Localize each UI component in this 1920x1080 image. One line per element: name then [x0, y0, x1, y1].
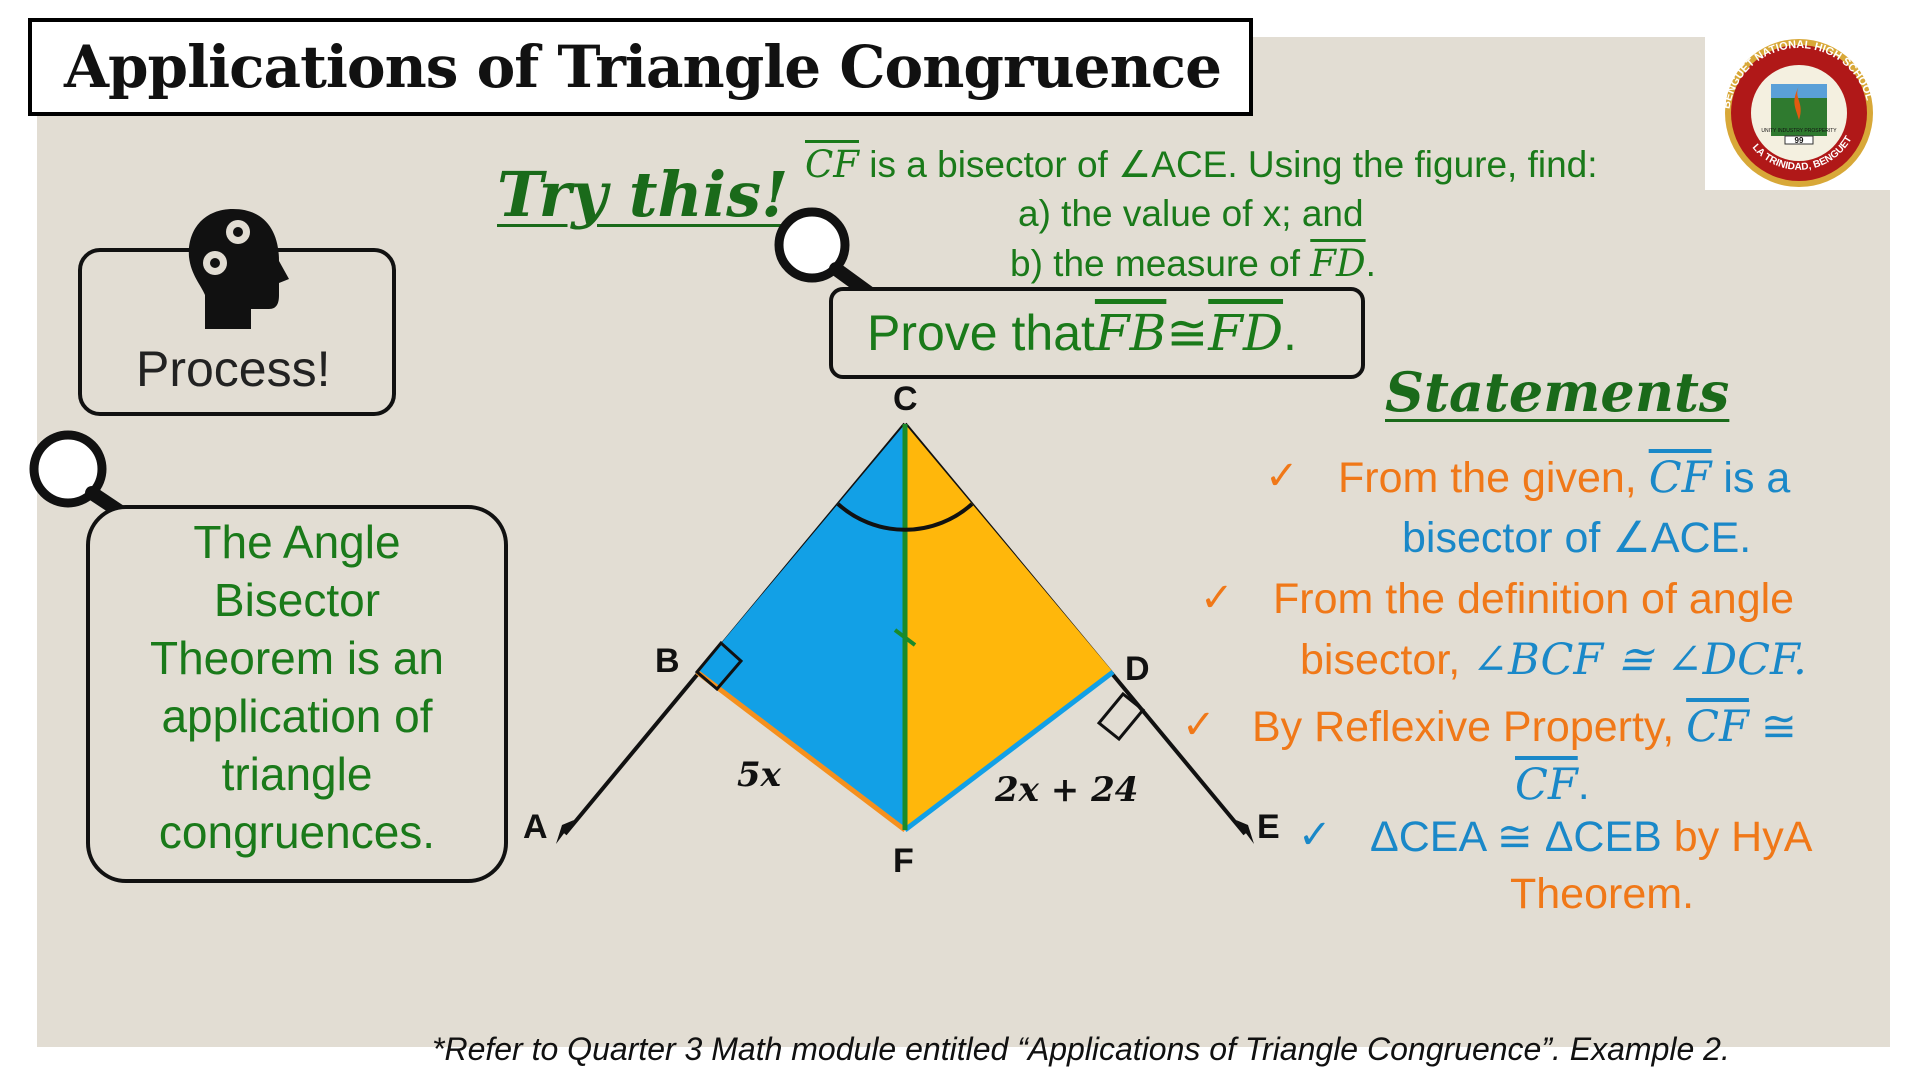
label-f: F	[893, 842, 914, 880]
s3-dot: .	[1577, 761, 1590, 809]
school-logo: BENGUET NATIONAL HIGH SCHOOL LA TRINIDAD…	[1705, 36, 1893, 190]
abt-line: application of	[161, 690, 433, 742]
arrowhead-a	[556, 820, 574, 844]
prove-segment-fb: FB	[1094, 304, 1167, 362]
s3-segment-2: CF	[1515, 760, 1578, 810]
label-d: D	[1125, 650, 1150, 688]
abt-line: Theorem is an	[149, 632, 444, 684]
right-angle-b	[694, 640, 744, 692]
label-b: B	[655, 642, 680, 680]
fd-expression: 2x + 24	[995, 770, 1139, 810]
prove-congruent: ≅	[1166, 305, 1209, 361]
abt-line: The Angle	[193, 516, 401, 568]
angle-arc	[836, 502, 974, 532]
statement-3-line-2: CF.	[1515, 760, 1590, 810]
task-part-b-text: b) the measure of	[1010, 243, 1311, 284]
s4-text: by HyA	[1661, 813, 1813, 861]
label-e: E	[1257, 808, 1280, 846]
magnifier-icon	[774, 207, 887, 308]
s1-segment: CF	[1648, 453, 1712, 503]
left-triangle	[697, 424, 905, 830]
statement-3-line-1: By Reflexive Property, CF ≅	[1252, 702, 1797, 752]
prove-segment-fd: FD	[1208, 304, 1284, 362]
right-angle-d	[1096, 691, 1146, 742]
statement-1-line-1: From the given, CF is a	[1338, 453, 1790, 503]
s3-text: By Reflexive Property,	[1252, 703, 1687, 751]
label-a: A	[523, 808, 548, 846]
logo-motto: UNITY INDUSTRY PROSPERITY	[1761, 128, 1837, 134]
angle-bisector-theorem-box	[86, 505, 508, 883]
segment-fb	[695, 670, 907, 832]
angle-bisector-theorem-text: The Angle Bisector Theorem is an applica…	[90, 513, 504, 861]
slide-title: Applications of Triangle Congruence	[64, 33, 1222, 101]
check-icon: ✓	[1298, 813, 1332, 857]
s3-congruent: ≅	[1748, 703, 1797, 751]
s1-text: From the given,	[1338, 454, 1649, 502]
task-line-1: CF is a bisector of ∠ACE. Using the figu…	[805, 143, 1598, 186]
statement-4-line-2: Theorem.	[1510, 870, 1695, 918]
statement-4-line-1: ΔCEA ≅ ΔCEB by HyA	[1370, 812, 1812, 862]
kite-figure	[556, 422, 1254, 844]
statement-2-line-1: From the definition of angle	[1273, 575, 1795, 623]
task-segment-fd: FD	[1310, 242, 1366, 285]
statements-heading: Statements	[1385, 360, 1730, 424]
check-icon: ✓	[1265, 454, 1299, 498]
prove-suffix: .	[1283, 305, 1297, 361]
right-triangle	[905, 424, 1113, 830]
abt-line: Bisector	[213, 574, 381, 626]
label-c: C	[893, 380, 918, 418]
task-part-b-suffix: .	[1365, 243, 1376, 284]
arrowhead-e	[1236, 820, 1254, 844]
statement-2-line-2: bisector, ∠BCF ≅ ∠DCF.	[1300, 635, 1807, 685]
prove-prefix: Prove that	[867, 305, 1095, 361]
abt-line: triangle	[221, 748, 373, 800]
fb-expression: 5x	[737, 755, 781, 795]
task-segment-cf: CF	[805, 143, 859, 186]
try-this-heading: Try this!	[497, 158, 789, 231]
s1-text-b: is a	[1711, 454, 1791, 502]
prove-box: Prove that FB ≅ FD.	[829, 287, 1365, 379]
statement-1-line-2: bisector of ∠ACE.	[1402, 514, 1752, 562]
logo-year: 99	[1795, 136, 1804, 145]
footnote: *Refer to Quarter 3 Math module entitled…	[432, 1031, 1730, 1067]
s3-segment-1: CF	[1686, 702, 1749, 752]
s4-triangles: ΔCEA ≅ ΔCEB	[1370, 813, 1662, 861]
s2-text: bisector,	[1300, 636, 1473, 684]
check-icon: ✓	[1182, 703, 1216, 747]
s2-angles: ∠BCF ≅ ∠DCF.	[1472, 635, 1807, 685]
title-box: Applications of Triangle Congruence	[28, 18, 1253, 116]
check-icon: ✓	[1200, 576, 1234, 620]
tick-mark	[893, 628, 917, 647]
task-part-b: b) the measure of FD.	[1010, 242, 1376, 285]
task-part-a: a) the value of x; and	[1018, 193, 1364, 234]
segment-fd	[903, 670, 1115, 832]
process-label: Process!	[136, 341, 331, 397]
task-line-1-text: is a bisector of ∠ACE. Using the figure,…	[858, 144, 1598, 185]
abt-line: congruences.	[158, 806, 436, 858]
head-gears-icon	[188, 209, 289, 329]
